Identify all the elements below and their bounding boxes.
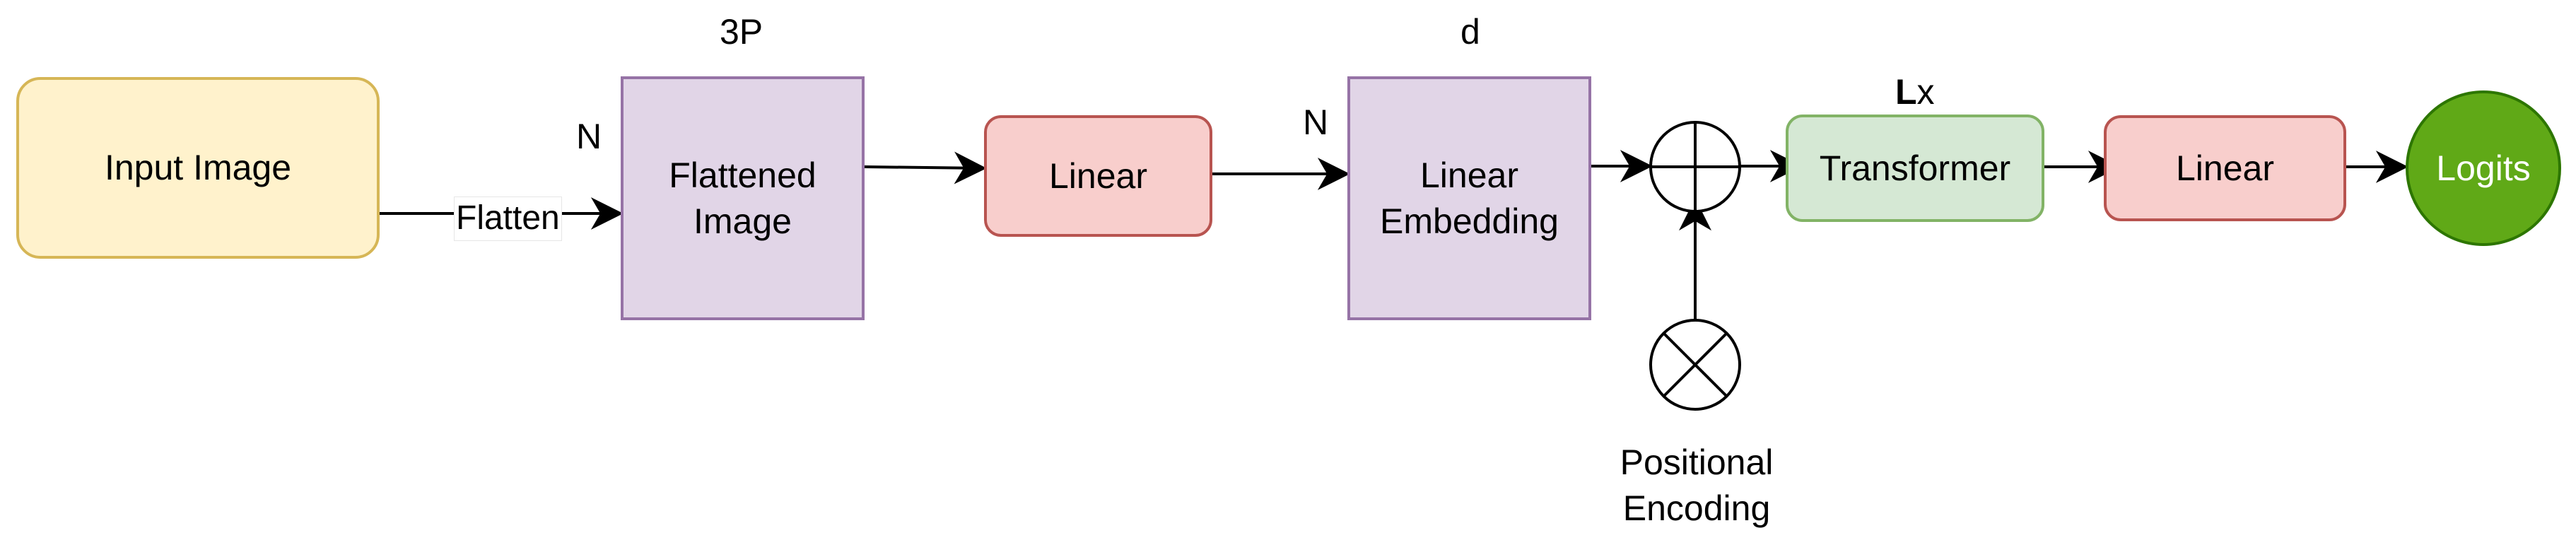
flattened-rows-label: N (576, 117, 602, 156)
transformer-repeat-label: Lx (1895, 74, 1935, 110)
linear-head-label: Linear (2176, 148, 2274, 188)
linear-projection-node: Linear (984, 115, 1212, 237)
transformer-repeat-suffix: x (1916, 72, 1935, 112)
linear-head-node: Linear (2104, 115, 2346, 221)
flattened-dim-label: 3P (720, 12, 763, 52)
cross-circle-icon (1649, 319, 1741, 411)
linear-embedding-node: Linear Embedding (1347, 76, 1591, 320)
embedding-dim-label: d (1460, 12, 1480, 52)
flattened-image-label: Flattened Image (669, 155, 816, 241)
input-image-label: Input Image (104, 148, 292, 187)
arrow-flattened-to-linear (864, 151, 987, 184)
transformer-node: Transformer (1786, 115, 2044, 222)
input-image-node: Input Image (16, 77, 380, 259)
plus-circle-icon (1649, 121, 1741, 213)
transformer-label: Transformer (1819, 148, 2011, 188)
linear-embedding-label: Linear Embedding (1380, 155, 1559, 241)
logits-label: Logits (2436, 148, 2531, 188)
transformer-repeat-prefix: L (1895, 72, 1917, 112)
flatten-edge-label: Flatten (454, 197, 562, 241)
positional-encoding-label: Positional Encoding (1620, 442, 1774, 528)
logits-node: Logits (2406, 90, 2561, 246)
linear-projection-label: Linear (1049, 156, 1147, 196)
flattened-image-node: Flattened Image (621, 76, 865, 320)
embedding-rows-label: N (1303, 102, 1329, 142)
